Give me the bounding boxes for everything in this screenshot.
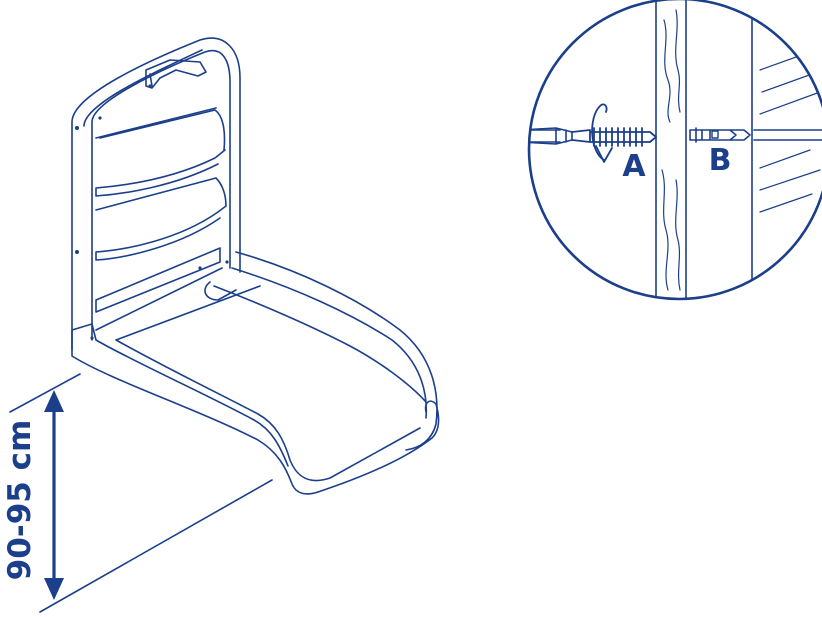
shelf-middle (95, 177, 227, 261)
label-a: A (622, 149, 646, 184)
back-panel-inner-edge (83, 49, 203, 127)
back-lower-board (95, 247, 221, 313)
arrow-down-icon (44, 578, 64, 600)
shelf-top (95, 109, 226, 197)
back-panel-frame (71, 37, 241, 351)
detail-circle (527, 0, 822, 301)
wall-mount-detail: A B (527, 0, 822, 301)
tray-front-lip (317, 400, 440, 493)
wall-hatching (759, 51, 821, 213)
dimension-extension-bottom (39, 479, 273, 613)
back-panel-side (95, 107, 223, 331)
arrow-up-icon (44, 390, 64, 412)
wall-plug-icon (689, 127, 751, 143)
tray-left-side (71, 323, 319, 495)
wood-board (655, 0, 687, 299)
height-dimension: 90-95 cm (2, 373, 273, 613)
drill-axis (529, 129, 822, 143)
dimension-extension-top (9, 373, 81, 413)
rotation-arrowhead (595, 145, 613, 163)
screw-icon (571, 127, 657, 147)
changing-table-drawing (71, 37, 440, 495)
height-label: 90-95 cm (2, 420, 38, 581)
plug-slot (711, 130, 719, 139)
wood-grain (661, 9, 681, 291)
rotation-arrow-icon (591, 103, 608, 161)
screw-holes (75, 84, 229, 340)
tray-bottom (115, 285, 421, 482)
label-b: B (709, 143, 732, 178)
tray-right-side (204, 251, 438, 451)
